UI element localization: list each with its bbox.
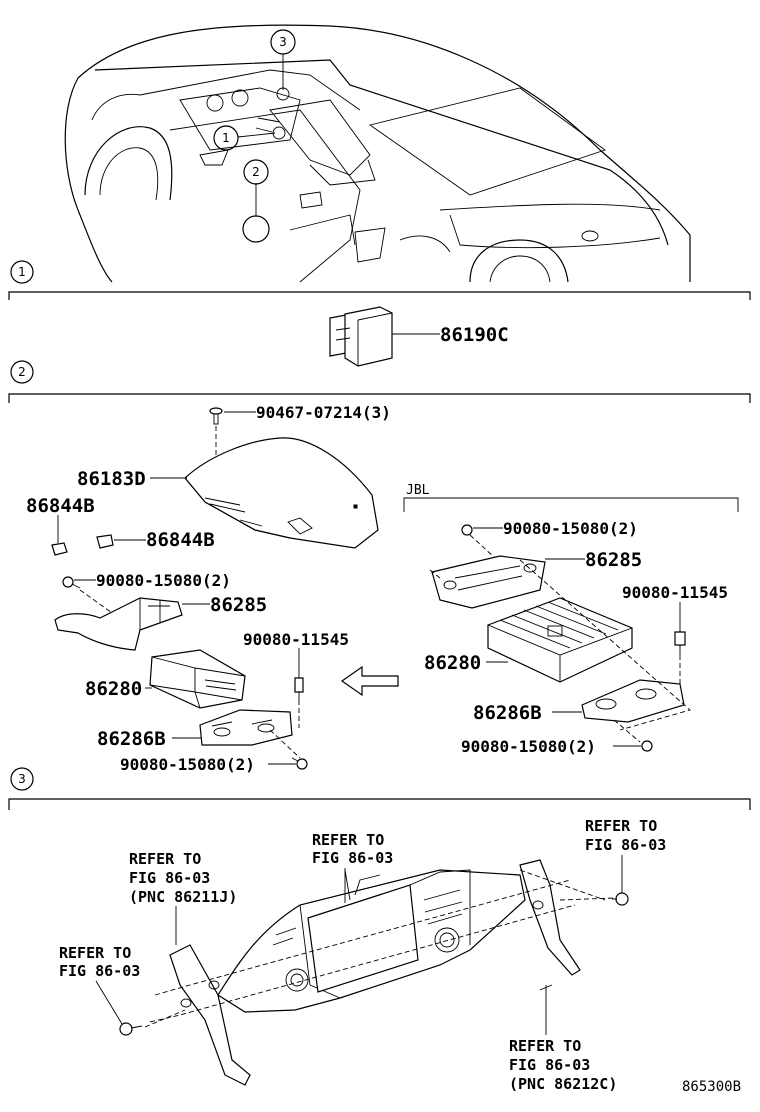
jbl-bolt-side-illustration <box>674 631 686 700</box>
jbl-bracket-86285-label: 86285 <box>585 549 642 571</box>
bracket-86286b-label: 86286B <box>97 728 166 750</box>
jbl-bracket-86286b-illustration <box>429 559 691 743</box>
jbl-bracket-86286b-label: 86286B <box>473 702 542 724</box>
section-1-bracket <box>8 291 751 300</box>
section-3-marker-label: 3 <box>18 772 26 786</box>
ref-left-bottom-line2: FIG 86-03 <box>59 962 140 980</box>
part-86190c-label: 86190C <box>440 324 509 346</box>
jbl-bracket <box>403 497 739 512</box>
section-3: 3 <box>8 767 751 1093</box>
ref-center-line2: FIG 86-03 <box>312 849 393 867</box>
bolt-left-illustration <box>119 1022 143 1036</box>
ref-left-top-line2: FIG 86-03 <box>129 869 210 887</box>
ref-right-top-line2: FIG 86-03 <box>585 836 666 854</box>
cover-86183d-label: 86183D <box>77 468 146 490</box>
cover-86183d-illustration <box>184 437 379 549</box>
arrow-left-icon <box>340 665 399 697</box>
callout-1-label: 1 <box>222 131 230 145</box>
ref-left-top-line3: (PNC 86211J) <box>129 888 237 906</box>
bolt-side-illustration <box>294 677 304 728</box>
figure-code: 865300B <box>682 1079 741 1095</box>
bolt-b-illustration <box>291 757 308 770</box>
jbl-bolt-b-illustration <box>641 740 653 752</box>
clip-right-illustration <box>96 534 114 549</box>
callout-2-label: 2 <box>252 165 260 179</box>
jbl-label: JBL <box>406 483 430 498</box>
callout-3-label: 3 <box>279 35 287 49</box>
ref-left-bottom-line1: REFER TO <box>59 944 131 962</box>
bracket-86285-label: 86285 <box>210 594 267 616</box>
section-2: 2 90467-07214(3) 86183D 86844B <box>8 360 751 774</box>
jbl-amplifier-86280-illustration <box>487 597 633 683</box>
bolt-right-illustration <box>612 892 629 906</box>
ref-bottom-right-line3: (PNC 86212C) <box>509 1075 617 1093</box>
jbl-bolt-a-label: 90080-15080(2) <box>503 519 638 538</box>
section-3-marker <box>10 767 34 791</box>
callout-2: 2 <box>243 159 269 185</box>
amplifier-86280-label: 86280 <box>85 678 142 700</box>
bolt-b-label: 90080-15080(2) <box>120 755 255 774</box>
section-1-marker-label: 1 <box>18 265 26 279</box>
module-86190c-illustration <box>329 306 393 367</box>
callout-3: 3 <box>270 29 296 55</box>
ref-bottom-right-line1: REFER TO <box>509 1037 581 1055</box>
section-1-marker <box>10 260 34 284</box>
section-2-bracket <box>8 393 751 403</box>
section-2-marker <box>10 360 34 384</box>
jbl-amplifier-86280-label: 86280 <box>424 652 481 674</box>
bolt-a-label: 90080-15080(2) <box>96 571 231 590</box>
jbl-bolt-b-label: 90080-15080(2) <box>461 737 596 756</box>
section-3-bracket <box>8 798 751 810</box>
screw-90467-label: 90467-07214(3) <box>256 403 391 422</box>
clip-left-illustration <box>51 542 68 556</box>
bolt-side-label: 90080-11545 <box>243 630 349 649</box>
section-1: 1 86190C <box>8 260 751 367</box>
jbl-bolt-a-illustration <box>461 524 496 559</box>
callout-1: 1 <box>213 125 239 151</box>
jbl-bolt-side-label: 90080-11545 <box>622 583 728 602</box>
clip-right-label: 86844B <box>146 529 215 551</box>
head-unit-illustration <box>144 859 616 1086</box>
ref-bottom-right-line2: FIG 86-03 <box>509 1056 590 1074</box>
section-2-marker-label: 2 <box>18 365 26 379</box>
ref-left-top-line1: REFER TO <box>129 850 201 868</box>
bracket-86286b-illustration <box>199 709 301 759</box>
bracket-86285-illustration <box>54 597 183 651</box>
clip-left-label: 86844B <box>26 495 95 517</box>
jbl-bracket-86285-illustration <box>431 555 546 609</box>
ref-center-line1: REFER TO <box>312 831 384 849</box>
vehicle-overview-illustration <box>64 24 691 283</box>
ref-right-top-line1: REFER TO <box>585 817 657 835</box>
amplifier-86280-illustration <box>149 649 246 709</box>
